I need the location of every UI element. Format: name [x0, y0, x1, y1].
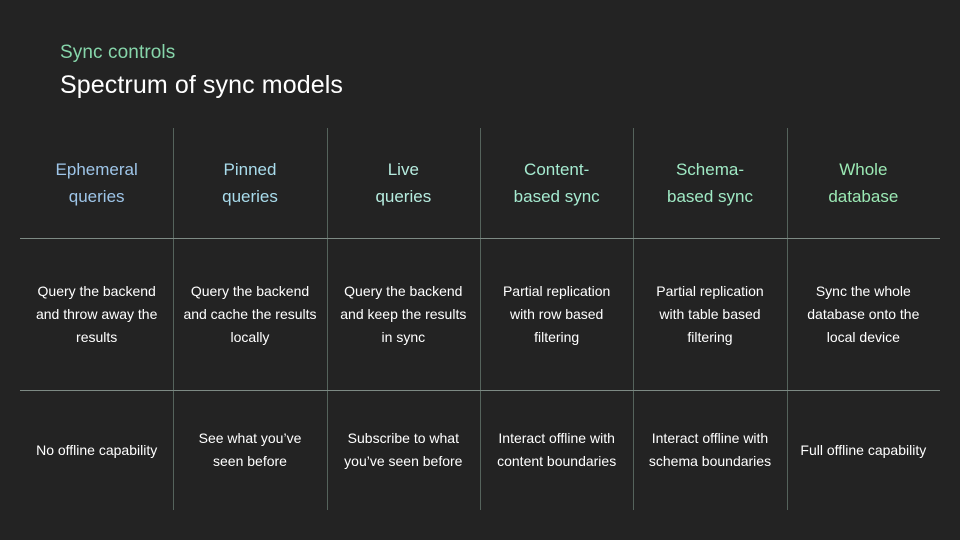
table-row: Full offline capability — [786, 390, 940, 510]
column-header-label: Pinned queries — [222, 156, 278, 210]
table-row: Subscribe to what you’ve seen before — [326, 390, 480, 510]
table-header-cell-schema-based-sync: Schema- based sync — [633, 128, 786, 238]
column-header-label: Live queries — [375, 156, 431, 210]
table-row: Interact offline with schema boundaries — [633, 390, 786, 510]
description-text: Partial replication with row based filte… — [502, 282, 611, 345]
column-header-line2: queries — [375, 187, 432, 206]
table-row: Interact offline with content boundaries — [479, 390, 633, 510]
row-separator — [20, 390, 940, 391]
description-text: Query the backend and throw away the res… — [35, 282, 158, 345]
table-header-cell-whole-database: Whole database — [786, 128, 940, 238]
column-header-line1: Live — [387, 160, 419, 179]
eyebrow-label: Sync controls — [60, 42, 176, 63]
description-text: Query the backend and cache the results … — [183, 282, 317, 345]
column-header-line2: queries — [68, 187, 125, 206]
offline-text: See what you’ve seen before — [198, 430, 302, 469]
description-text: Partial replication with table based fil… — [656, 282, 764, 345]
table-row: See what you’ve seen before — [173, 390, 326, 510]
column-header-line1: Whole — [839, 160, 888, 179]
description-text: Sync the whole database onto the local d… — [807, 282, 920, 345]
column-header-label: Ephemeral queries — [56, 156, 138, 210]
offline-text: Full offline capability — [800, 441, 927, 458]
column-header-line2: database — [828, 187, 899, 206]
slide-header: Sync controls Spectrum of sync models — [60, 40, 343, 102]
table-header-cell-content-based-sync: Content- based sync — [479, 128, 633, 238]
row-separator — [20, 238, 940, 239]
table-header-cell-pinned-queries: Pinned queries — [173, 128, 326, 238]
table-row: Partial replication with row based filte… — [479, 238, 633, 390]
column-header-line1: Content- — [524, 160, 590, 179]
column-header-line2: based sync — [513, 187, 600, 206]
page-title: Spectrum of sync models — [60, 71, 343, 99]
table-row: Sync the whole database onto the local d… — [786, 238, 940, 390]
offline-text: Subscribe to what you’ve seen before — [344, 430, 463, 469]
column-header-label: Schema- based sync — [667, 156, 753, 210]
column-header-label: Whole database — [828, 156, 898, 210]
table-row: Query the backend and throw away the res… — [20, 238, 173, 390]
column-header-line1: Pinned — [223, 160, 277, 179]
sync-models-table: Ephemeral queries Pinned queries Live qu… — [20, 128, 940, 510]
column-header-line1: Ephemeral — [55, 160, 138, 179]
table-row: No offline capability — [20, 390, 173, 510]
table-row: Query the backend and keep the results i… — [326, 238, 480, 390]
column-header-line2: based sync — [666, 187, 753, 206]
offline-text: Interact offline with content boundaries — [497, 430, 617, 469]
offline-text: No offline capability — [36, 441, 158, 458]
column-header-line1: Schema- — [675, 160, 744, 179]
table-row: Query the backend and cache the results … — [173, 238, 326, 390]
table-row: Partial replication with table based fil… — [633, 238, 786, 390]
description-text: Query the backend and keep the results i… — [340, 282, 467, 345]
offline-text: Interact offline with schema boundaries — [648, 430, 772, 469]
table-header-cell-live-queries: Live queries — [326, 128, 480, 238]
table-header-cell-ephemeral-queries: Ephemeral queries — [20, 128, 173, 238]
column-header-label: Content- based sync — [514, 156, 600, 210]
column-header-line2: queries — [222, 187, 278, 206]
